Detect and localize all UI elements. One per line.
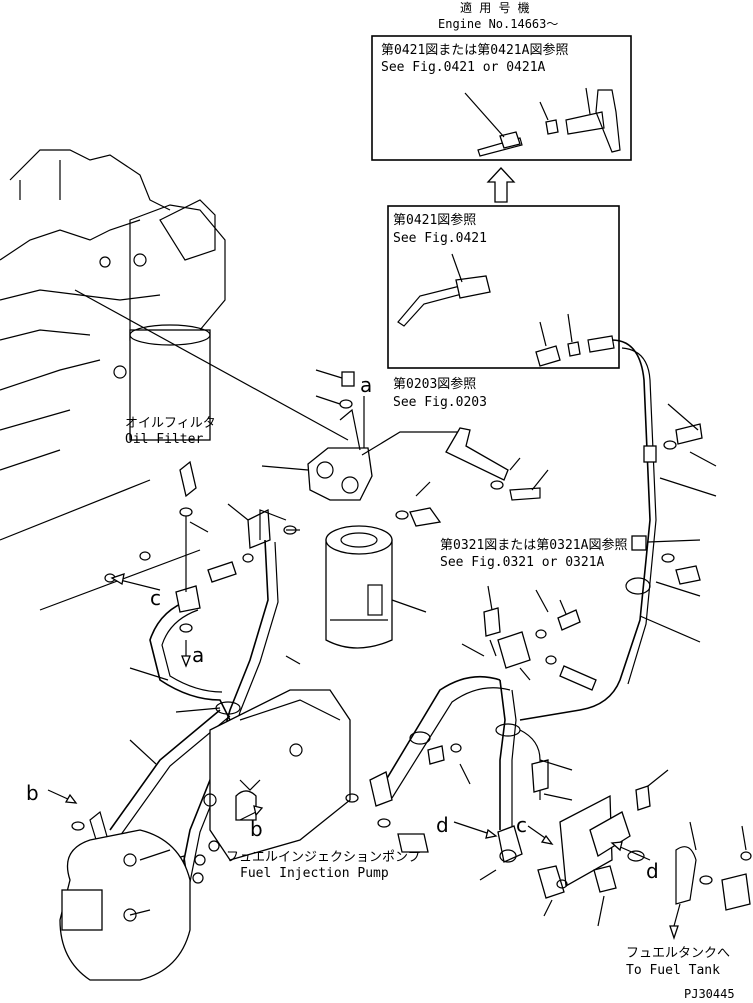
marker-b-left: b xyxy=(26,781,39,805)
ref-box-0421 xyxy=(387,205,620,369)
oil-filter-label-en: Oil Filter xyxy=(125,432,203,447)
hose-left-loop xyxy=(149,599,231,721)
background-lines-left xyxy=(0,479,201,611)
marker-b-pump: b xyxy=(250,817,263,841)
filter-head-bracket xyxy=(307,371,460,501)
ref-0203-jp: 第0203図参照 xyxy=(393,376,476,392)
up-arrow-icon xyxy=(486,167,516,203)
ref-0421-jp: 第0421図参照 xyxy=(393,212,476,228)
hose-center-b xyxy=(499,679,506,830)
hose-left-pump xyxy=(109,709,221,831)
bracket-0203 xyxy=(445,427,541,501)
clamp-plates-center xyxy=(483,607,597,691)
marker-c-center: c xyxy=(516,813,527,837)
fuel-line-right xyxy=(519,339,651,721)
fitting-mid-box xyxy=(397,253,615,367)
engine-block xyxy=(0,149,226,471)
diagram-code: PJ30445 xyxy=(684,987,735,1001)
fuel-pump-label-en: Fuel Injection Pump xyxy=(240,866,389,881)
marker-d-center: d xyxy=(436,813,449,837)
hose-center-a xyxy=(379,675,501,791)
applicable-label-jp: 適 用 号 機 xyxy=(460,0,530,15)
marker-a-top: a xyxy=(360,373,372,397)
ref-0421-0421a-jp: 第0421図または第0421A図参照 xyxy=(381,42,568,58)
marker-c-left: c xyxy=(150,586,161,610)
fuel-tank-label-jp: フュエルタンクへ xyxy=(626,946,730,961)
ref-0321-0321a-en: See Fig.0321 or 0321A xyxy=(440,555,605,570)
marker-a-left: a xyxy=(192,643,204,667)
fuel-filter-cartridge xyxy=(325,525,427,649)
ref-0203-en: See Fig.0203 xyxy=(393,395,487,410)
fuel-pump-label-jp: フュエルインジェクションポンプ xyxy=(226,850,421,865)
ref-box-0421-0421a xyxy=(371,35,632,161)
leader-engine-bracket xyxy=(74,289,349,441)
hose-left-long xyxy=(179,539,269,881)
bolts-pump-center xyxy=(345,793,429,853)
marker-d-right: d xyxy=(646,859,659,883)
oil-filter-label-jp: オイルフィルタ xyxy=(125,416,216,431)
fuel-injection-pump xyxy=(59,689,351,981)
ref-0321-0321a-jp: 第0321図または第0321A図参照 xyxy=(440,537,627,553)
clamps-right xyxy=(625,423,703,595)
fuel-tank-label-en: To Fuel Tank xyxy=(626,963,720,978)
callout-leaders xyxy=(129,369,747,927)
marker-arrows xyxy=(47,573,651,861)
ref-0421-0421a-en: See Fig.0421 or 0421A xyxy=(381,60,546,75)
fitting-top-box xyxy=(464,87,621,157)
bolt-washers-filter xyxy=(207,507,442,583)
ref-0421-en: See Fig.0421 xyxy=(393,231,487,246)
engine-number-label: Engine No.14663〜 xyxy=(438,17,558,31)
